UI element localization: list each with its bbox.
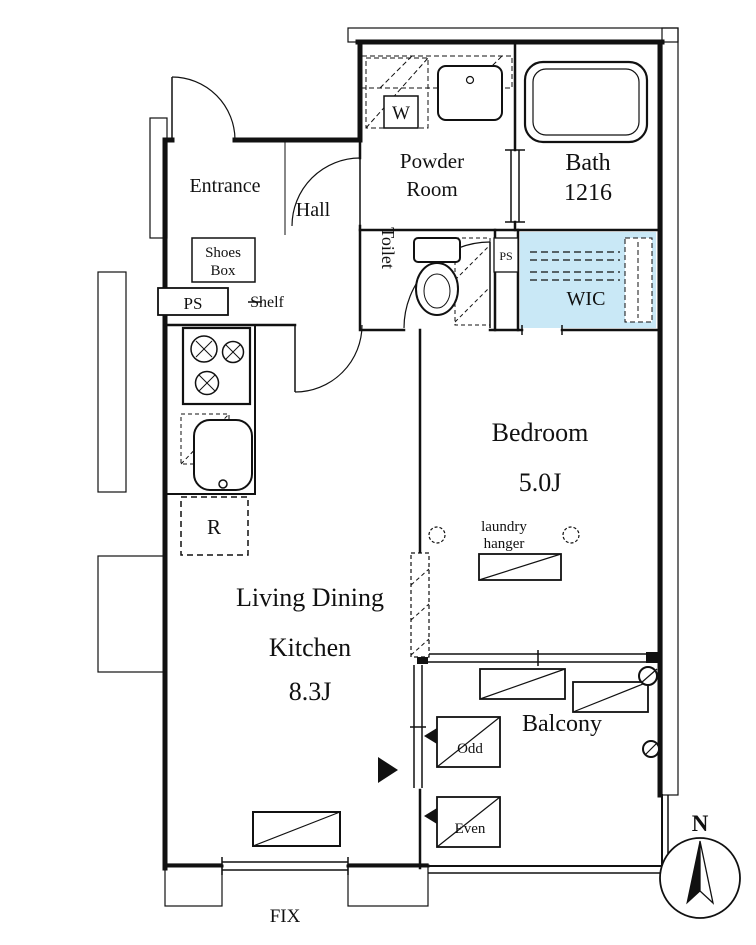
bedroom-label: Bedroom <box>492 418 589 447</box>
concrete-left-upper <box>97 271 127 493</box>
hall-ldk-door <box>294 324 363 393</box>
balcony-slab-1 <box>479 668 566 700</box>
bath-sliding-door <box>505 149 525 223</box>
compass: N <box>659 811 741 919</box>
fixtures <box>157 60 649 847</box>
concrete-bottom-left <box>164 863 223 907</box>
bath-tub <box>523 60 649 144</box>
entrance-label: Entrance <box>189 175 260 197</box>
shutter-even-box <box>424 796 501 848</box>
bedroom-balcony-window <box>428 650 648 666</box>
entrance-door <box>171 76 236 141</box>
shutter-odd-box <box>424 716 501 768</box>
shoes-box <box>191 237 256 283</box>
ps-duct-left <box>157 287 229 316</box>
windows <box>221 149 648 875</box>
fridge-label: R <box>207 515 221 539</box>
odd-arrow <box>424 728 437 744</box>
ps-right-label: PS <box>499 249 512 263</box>
ps-duct-right <box>493 237 519 273</box>
wic-details <box>530 237 653 323</box>
even-arrow <box>424 808 437 824</box>
washer-label-box <box>383 95 419 129</box>
washer-label: W <box>392 103 410 124</box>
ldk-size-label: 8.3J <box>289 677 332 706</box>
laundry-hanger-label-1: laundry <box>481 519 527 535</box>
ps-left-label: PS <box>184 294 203 313</box>
toilet-label: Toilet <box>378 227 398 269</box>
balcony-items <box>424 666 660 848</box>
ldk-label-1: Living Dining <box>236 583 384 612</box>
concrete-left-lower <box>97 555 166 673</box>
ldk-balcony-door <box>410 665 426 788</box>
powder-room-label-2: Room <box>406 177 457 201</box>
drain-cap-top <box>638 666 658 686</box>
fix-label: FIX <box>270 906 301 927</box>
compass-north-label: N <box>692 811 709 836</box>
toilet-fixture <box>413 237 461 316</box>
powder-room-door <box>291 157 361 227</box>
compass-needle-light <box>699 840 715 905</box>
laundry-hanger <box>428 526 580 581</box>
laundry-hanger-label-2: hanger <box>484 536 525 552</box>
vanity-sink <box>437 65 503 121</box>
fix-window <box>221 857 349 875</box>
shoes-box-label-2: Box <box>210 263 236 279</box>
kitchen-sink <box>193 419 253 491</box>
bedroom-size-label: 5.0J <box>519 468 562 497</box>
even-label: Even <box>455 821 486 837</box>
balcony-slab-2 <box>572 681 649 713</box>
bath-size-label: 1216 <box>564 180 612 206</box>
drain-cap-right <box>642 740 660 758</box>
tv-board <box>252 811 341 847</box>
refrigerator-space <box>180 496 249 556</box>
labels: Entrance Hall Powder Room Bath 1216 Toil… <box>184 103 612 927</box>
wall-stub-left <box>417 652 428 664</box>
walls <box>162 39 669 874</box>
concrete-right <box>661 27 679 796</box>
hall-label: Hall <box>296 199 331 221</box>
odd-label: Odd <box>457 741 483 757</box>
wall-stub-right <box>646 652 662 663</box>
shelf-label: Shelf <box>250 294 284 311</box>
balcony-label: Balcony <box>522 711 602 737</box>
powder-room-label-1: Powder <box>400 149 464 173</box>
shoes-box-label-1: Shoes <box>205 245 241 261</box>
doors <box>171 76 491 658</box>
ldk-label-2: Kitchen <box>269 633 351 662</box>
direction-arrow <box>378 757 398 783</box>
bedroom-sliding-door <box>410 552 430 658</box>
wic-label: WIC <box>567 288 606 310</box>
concrete-bottom-right <box>347 863 429 907</box>
stove <box>181 326 252 406</box>
bath-label: Bath <box>565 150 610 176</box>
